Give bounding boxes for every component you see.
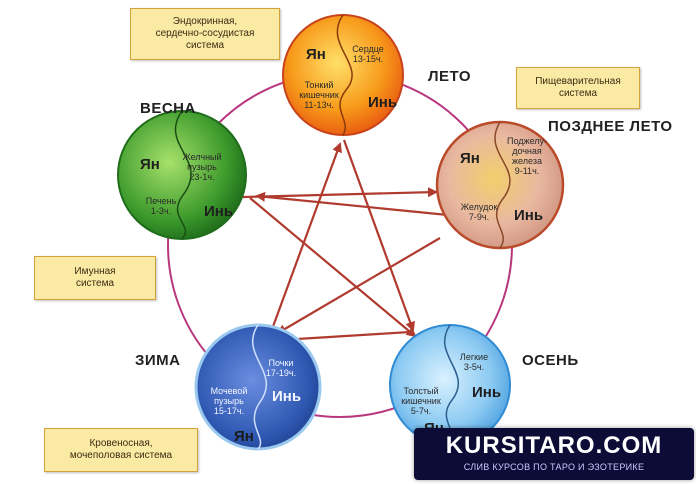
- earth-organ-pancreas: Поджелу- дочная железа 9-11ч.: [506, 136, 547, 176]
- arrow-wood-to-earth: [242, 187, 438, 199]
- season-autumn-label: ОСЕНЬ: [522, 352, 579, 369]
- season-winter-label: ЗИМА: [135, 352, 181, 369]
- fire-organ-small-intestine: Тонкий кишечник 11-13ч.: [299, 80, 339, 110]
- wood-yang-label: Ян: [140, 156, 160, 173]
- element-water: [194, 323, 322, 451]
- season-late-summer-label: ПОЗДНЕЕ ЛЕТО: [548, 118, 673, 135]
- arrow-earth-to-wood: [255, 191, 449, 217]
- water-organ-bladder: Мочевой пузырь 15-17ч.: [210, 386, 248, 416]
- fire-organ-heart: Сердце 13-15ч.: [352, 44, 384, 64]
- note-digestive-system: Пищеварительная система: [516, 67, 640, 109]
- fire-yang-label: Ян: [306, 46, 326, 63]
- watermark-banner: KURSITARO.COM СЛИВ КУРСОВ ПО ТАРО И ЭЗОТ…: [414, 428, 694, 480]
- water-yin-label: Инь: [272, 388, 302, 405]
- note-endocrine-system: Эндокринная, сердечно-сосудистая система: [130, 8, 280, 60]
- arrow-water-to-fire: [269, 142, 342, 333]
- controlling-cycle-star: [242, 139, 449, 346]
- wood-yin-label: Инь: [204, 203, 234, 220]
- wood-organ-gallbladder: Желчный пузырь 23-1ч.: [182, 152, 222, 182]
- metal-yin-label: Инь: [472, 384, 502, 401]
- element-fire: [282, 14, 404, 136]
- note-immune-system: Имунная система: [34, 256, 156, 300]
- note-circulatory-system: Кровеносная, мочеполовая система: [44, 428, 198, 472]
- water-yang-label: Ян: [234, 428, 254, 445]
- watermark-title: KURSITARO.COM: [445, 432, 663, 459]
- earth-yang-label: Ян: [460, 150, 480, 167]
- fire-yin-label: Инь: [368, 94, 398, 111]
- season-spring-label: ВЕСНА: [140, 100, 196, 117]
- metal-organ-large-intestine: Толстый кишечник 5-7ч.: [401, 386, 441, 416]
- earth-organ-stomach: Желудок 7-9ч.: [460, 202, 498, 222]
- metal-organ-lungs: Легкие 3-5ч.: [459, 352, 489, 372]
- water-organ-kidneys: Почки 17-19ч.: [265, 358, 297, 378]
- element-wood: [117, 110, 247, 240]
- wood-organ-liver: Печень 1-3ч.: [145, 196, 177, 216]
- arrow-fire-to-metal: [342, 139, 415, 332]
- arrow-earth-to-water: [276, 237, 441, 335]
- earth-yin-label: Инь: [514, 207, 544, 224]
- element-earth: [435, 120, 565, 250]
- watermark-subtitle: СЛИВ КУРСОВ ПО ТАРО И ЭЗОТЕРИКЕ: [463, 462, 645, 472]
- season-summer-label: ЛЕТО: [428, 68, 471, 85]
- arrow-wood-to-metal: [249, 197, 417, 338]
